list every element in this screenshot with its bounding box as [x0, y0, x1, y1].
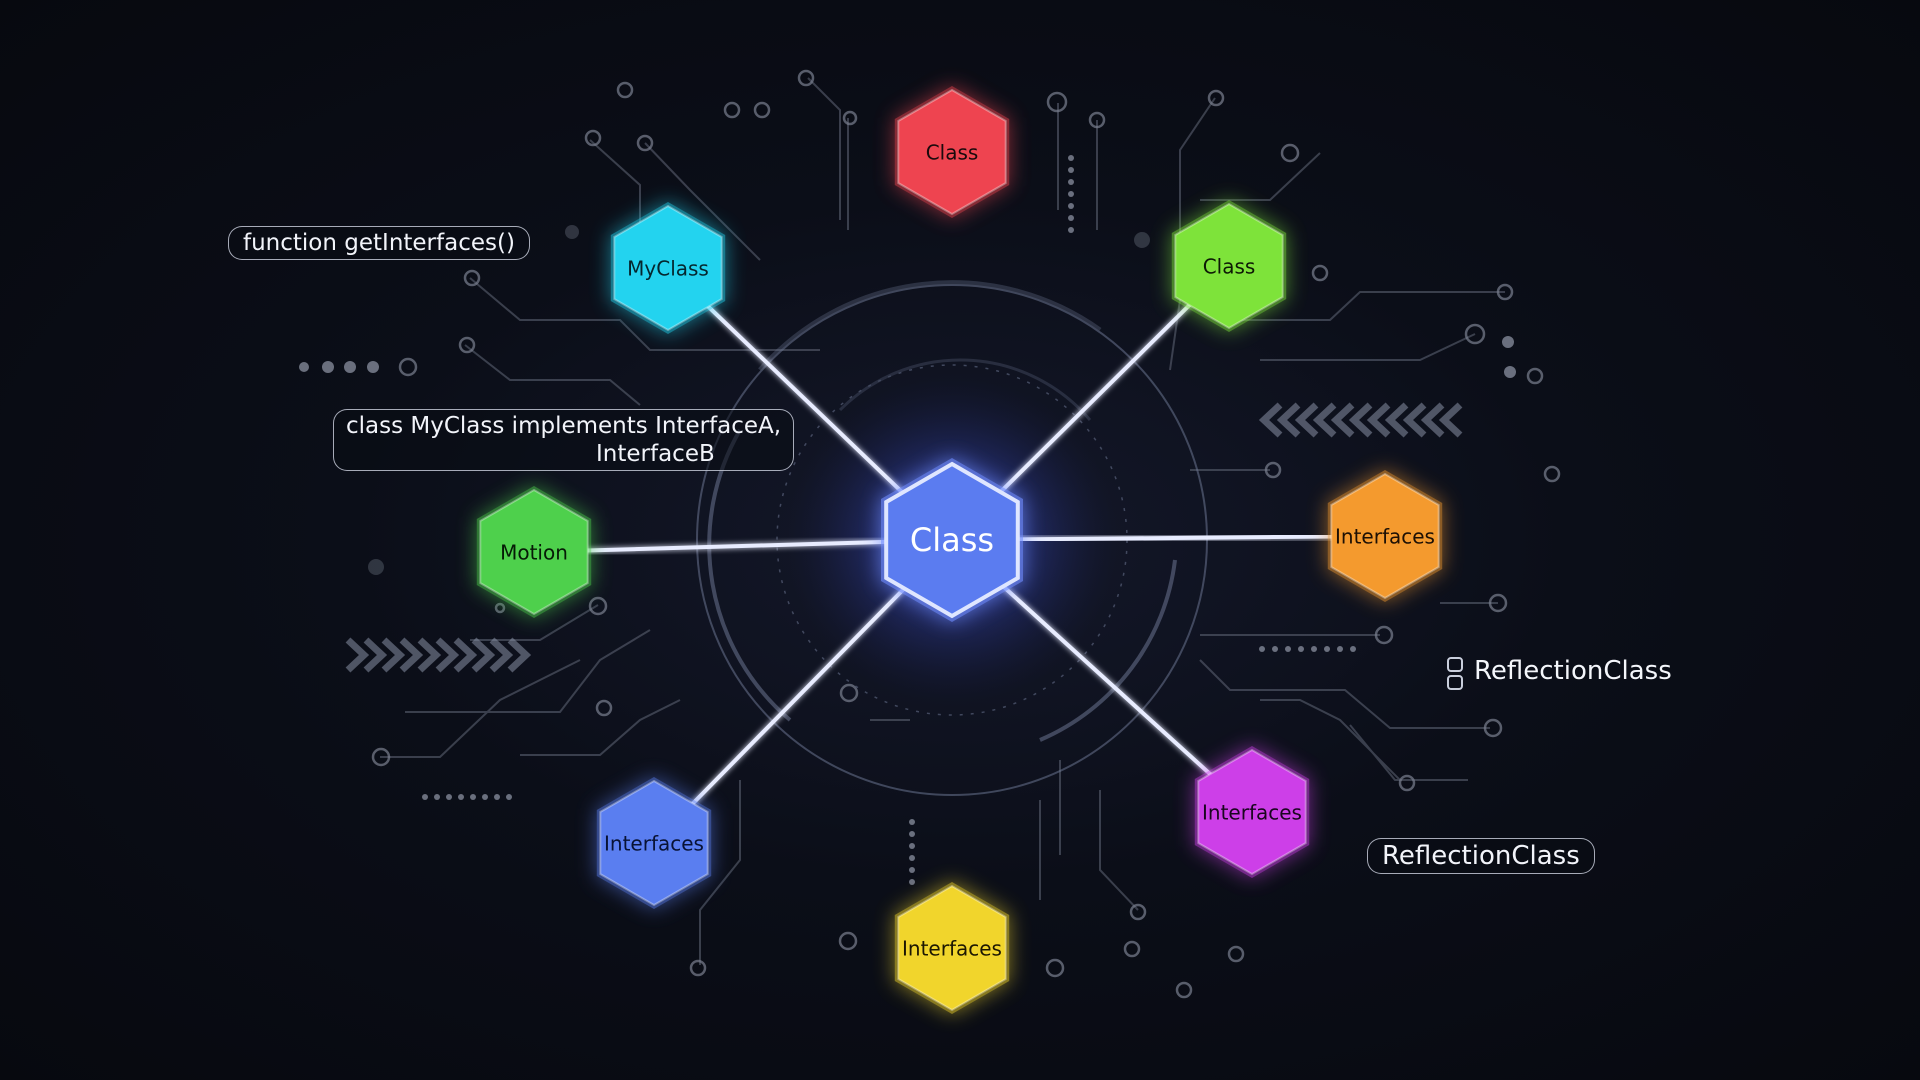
node-interfaces-bottomright: Interfaces	[1194, 746, 1310, 878]
callout-myclass-line2: InterfaceB	[596, 441, 715, 467]
node-class-top-hexagon	[897, 88, 1007, 216]
node-motion-left: Motion	[476, 486, 592, 618]
node-motion-left-label: Motion	[500, 541, 568, 565]
node-class-top-label: Class	[926, 141, 979, 165]
center-node-hexagon	[884, 461, 1020, 619]
callout-reflection-class-text: ReflectionClass	[1382, 841, 1580, 871]
callout-get-interfaces-text: function getInterfaces()	[243, 230, 515, 256]
toggle-icon	[1447, 657, 1465, 695]
node-interfaces-bottom-hexagon	[897, 884, 1007, 1012]
node-interfaces-bottomleft-hexagon	[599, 779, 709, 907]
center-node-class: Class	[881, 458, 1023, 622]
center-node-label: Class	[910, 521, 994, 559]
callout-myclass-line1: class MyClass implements InterfaceA,	[346, 413, 782, 439]
connector-node-interfaces-right	[951, 534, 1386, 542]
node-motion-left-hexagon	[479, 488, 589, 616]
node-myclass-topleft: MyClass	[610, 202, 726, 334]
node-myclass-topleft-label: MyClass	[627, 257, 709, 281]
chevron-arrows-left	[1258, 402, 1463, 438]
node-interfaces-bottomright-hexagon	[1197, 748, 1307, 876]
node-interfaces-bottom-label: Interfaces	[902, 937, 1002, 961]
hexagon-nodes: ClassClassInterfacesInterfacesInterfaces…	[476, 86, 1443, 1014]
circuit-traces	[380, 77, 1505, 965]
callout-reflection-class: ReflectionClass	[1367, 838, 1595, 874]
node-interfaces-bottomleft: Interfaces	[596, 777, 712, 909]
node-interfaces-right: Interfaces	[1327, 470, 1443, 602]
reflection-class-label: ReflectionClass	[1474, 656, 1672, 686]
circuit-nodes	[371, 69, 1561, 999]
chevron-arrows-right	[345, 637, 532, 673]
node-interfaces-bottomright-label: Interfaces	[1202, 801, 1302, 825]
node-class-topright: Class	[1171, 200, 1287, 332]
callout-myclass-implements: class MyClass implements InterfaceA, Int…	[333, 409, 795, 471]
callout-get-interfaces: function getInterfaces()	[228, 226, 530, 260]
node-interfaces-right-hexagon	[1330, 472, 1440, 600]
node-class-top: Class	[894, 86, 1010, 218]
node-class-topright-label: Class	[1203, 255, 1256, 279]
node-myclass-topleft-hexagon	[613, 204, 723, 332]
node-class-topright-hexagon	[1174, 202, 1284, 330]
node-interfaces-right-label: Interfaces	[1335, 525, 1435, 549]
node-interfaces-bottom: Interfaces	[894, 882, 1010, 1014]
node-interfaces-bottomleft-label: Interfaces	[604, 832, 704, 856]
dot-rows	[299, 155, 1516, 885]
